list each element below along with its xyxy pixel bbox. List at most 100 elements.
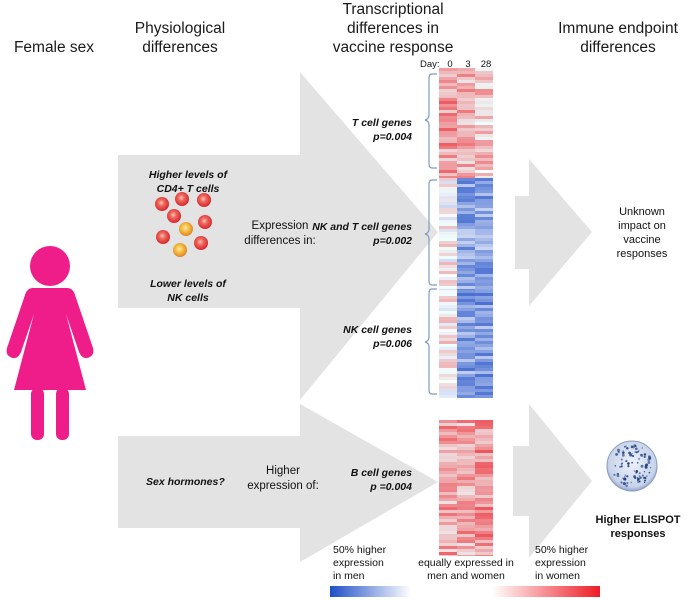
heatmap-cell <box>475 173 493 176</box>
heatmap-cell <box>439 131 457 134</box>
endpoint-arrow-lower <box>513 404 592 558</box>
heatmap-cell <box>439 220 457 223</box>
heatmap-cell <box>475 501 493 504</box>
elispot-spot <box>617 451 620 454</box>
bracket-nk-t-cell <box>424 179 437 286</box>
heatmap-cell <box>439 277 457 280</box>
heatmap-cell <box>439 164 457 167</box>
elispot-spot <box>648 456 652 460</box>
heatmap-cell <box>439 83 457 86</box>
elispot-spot <box>635 471 638 474</box>
heatmap-cell <box>475 444 493 447</box>
cd4-label: Higher levels of CD4+ T cells <box>128 168 248 196</box>
heatmap-cell <box>457 383 475 386</box>
heatmap-cell <box>457 510 475 513</box>
header-female-sex-text: Female sex <box>13 39 95 56</box>
heatmap-cell <box>475 465 493 468</box>
heatmap-cell <box>439 332 457 335</box>
heatmap-cell <box>439 362 457 365</box>
heatmap-cell <box>439 92 457 95</box>
heatmap-cell <box>457 268 475 271</box>
heatmap-cell <box>457 296 475 299</box>
heatmap-cell <box>457 235 475 238</box>
heatmap-cell <box>475 323 493 326</box>
heatmap-cell <box>457 223 475 226</box>
heatmap-cell <box>475 350 493 353</box>
heatmap-cell <box>457 167 475 170</box>
unknown-impact-line2: impact on <box>618 220 666 232</box>
heatmap-cell <box>457 143 475 146</box>
heatmap-cell <box>457 184 475 187</box>
heatmap-cell <box>439 540 457 543</box>
elispot-spot <box>620 458 623 461</box>
heatmap-cell <box>439 444 457 447</box>
elispot-spot <box>632 446 635 449</box>
heatmap-cell <box>439 158 457 161</box>
heatmap-cell <box>457 329 475 332</box>
heatmap-cell <box>475 423 493 426</box>
heatmap-cell <box>457 226 475 229</box>
heatmap-cell <box>439 293 457 296</box>
heatmap-cell <box>439 140 457 143</box>
heatmap-cell <box>439 465 457 468</box>
heatmap-cell <box>475 92 493 95</box>
heatmap-cell <box>457 170 475 173</box>
heatmap-cell <box>457 152 475 155</box>
heatmap-cell <box>475 289 493 290</box>
heatmap-cell <box>457 341 475 344</box>
heatmap-cell <box>439 119 457 122</box>
heatmap-cell <box>457 537 475 540</box>
heatmap-cell <box>439 116 457 119</box>
heatmap-cell <box>457 531 475 534</box>
heatmap-cell <box>457 362 475 365</box>
heatmap-cell <box>457 380 475 383</box>
heatmap-cell <box>475 196 493 199</box>
heatmap-cell <box>475 329 493 332</box>
sex-hormones-label: Sex hormones? <box>146 476 225 488</box>
elispot-spot <box>648 471 651 474</box>
heatmap-cell <box>457 164 475 167</box>
heatmap-cell <box>439 238 457 241</box>
cells-cluster-icon <box>155 192 212 257</box>
heatmap-cell <box>457 528 475 531</box>
heatmap-cell <box>457 395 475 398</box>
heatmap-cell <box>475 510 493 513</box>
heatmap-cell <box>457 193 475 196</box>
heatmap-cell <box>457 211 475 214</box>
heatmap-cell <box>439 262 457 265</box>
legend-women-line2: expression <box>535 557 586 569</box>
elispot-spot <box>623 477 627 481</box>
heatmap-cell <box>457 68 475 71</box>
heatmap-cell <box>475 380 493 383</box>
heatmap-cell <box>475 420 493 423</box>
heatmap-cell <box>475 344 493 347</box>
heatmap-cell <box>457 259 475 262</box>
heatmap-cell <box>457 205 475 208</box>
elispot-spot <box>637 450 640 453</box>
heatmap-cell <box>457 516 475 519</box>
elispot-spot <box>638 457 640 460</box>
heatmap-cell <box>457 208 475 211</box>
legend-equal-label: equally expressed in men and women <box>412 557 520 583</box>
heatmap-cell <box>475 534 493 537</box>
heatmap-cell <box>457 238 475 241</box>
heatmap-cell <box>457 359 475 362</box>
elispot-spot <box>620 481 623 484</box>
elispot-spot <box>638 449 640 451</box>
heatmap-cell <box>475 178 493 181</box>
heatmap-cell <box>457 116 475 119</box>
heatmap-cell <box>439 516 457 519</box>
heatmap-cell <box>439 386 457 389</box>
heatmap-cell <box>457 392 475 395</box>
heatmap-cell <box>475 116 493 119</box>
cd4-cell-icon <box>175 192 189 206</box>
heatmap-cell <box>475 504 493 507</box>
heatmap-cell <box>475 83 493 86</box>
heatmap-cell <box>439 323 457 326</box>
heatmap-cell <box>457 74 475 77</box>
heatmap-cell <box>457 347 475 350</box>
heatmap-cell <box>439 335 457 338</box>
heatmap-cell <box>439 68 457 71</box>
heatmap-cell <box>439 519 457 522</box>
heatmap-cell <box>475 365 493 368</box>
